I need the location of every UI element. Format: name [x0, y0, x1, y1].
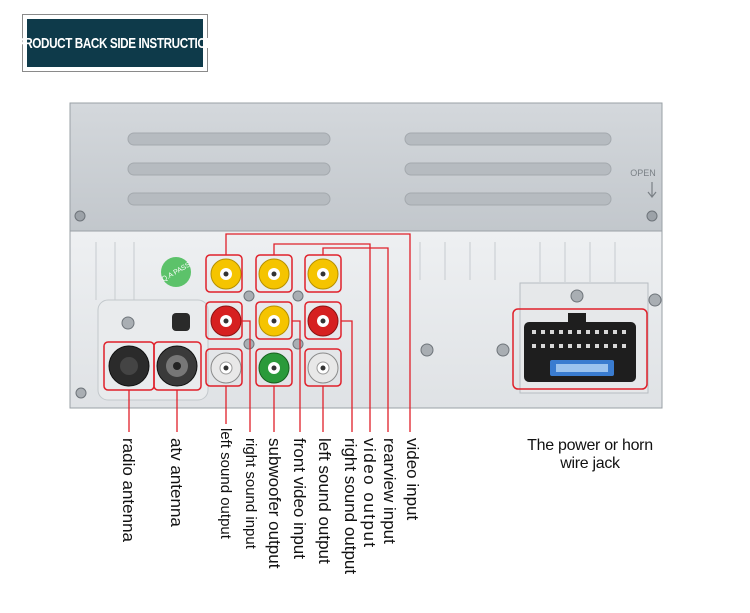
callout-box-power-jack — [512, 308, 648, 390]
header-banner: PRODUCT BACK SIDE INSTRUCTION — [16, 19, 214, 67]
screw-icon — [75, 387, 87, 399]
leader-video-output — [273, 243, 371, 432]
power-jack-label-line1: The power or horn — [527, 437, 653, 454]
label-video-input: video input — [403, 438, 422, 521]
qa-pass-badge — [161, 257, 191, 287]
plate-slot — [404, 192, 612, 206]
screw-icon — [243, 338, 255, 350]
antenna-recess — [97, 299, 209, 401]
plate-slot — [127, 132, 331, 146]
label-atv-antenna: atv antenna — [167, 438, 186, 527]
open-mark: OPEN — [630, 168, 656, 178]
leader-front-video-input — [292, 320, 301, 432]
label-rearview-input: rearview input — [380, 438, 399, 544]
open-arrow-icon — [647, 182, 657, 198]
small-plug — [172, 313, 190, 331]
label-subwoofer-output: subwoofer output — [265, 438, 284, 569]
header-badge: PRODUCT BACK SIDE INSTRUCTION — [16, 14, 214, 72]
radio-antenna-core — [120, 357, 138, 375]
leader-video-input — [225, 233, 411, 432]
power-jack-label: The power or horn wire jack — [505, 437, 675, 473]
callout-box-rca — [205, 254, 243, 293]
plate-slot — [404, 162, 612, 176]
rca-jacks — [210, 258, 339, 384]
screw-icon — [648, 293, 662, 307]
label-right-sound-input: right sound input — [242, 438, 259, 549]
screw-icon — [420, 343, 434, 357]
label-right-sound-output: right sound output — [341, 438, 360, 575]
leader-right-sound-input — [242, 320, 251, 432]
plate-slot — [404, 132, 612, 146]
plate-slot — [127, 192, 331, 206]
screw-icon — [496, 343, 510, 357]
screw-icon — [243, 290, 255, 302]
screw-icon — [570, 289, 584, 303]
screw-icon — [646, 210, 658, 222]
label-left-sound-output: left sound output — [217, 428, 234, 539]
label-left-sound-output-2: left sound output — [315, 438, 334, 564]
label-radio-antenna: radio antenna — [119, 438, 138, 542]
screw-icon — [121, 316, 135, 330]
leader-right-sound-output — [341, 320, 353, 432]
power-jack-label-line2: wire jack — [560, 455, 620, 472]
label-video-output: video output — [360, 438, 379, 549]
screw-icon — [292, 338, 304, 350]
header-title: PRODUCT BACK SIDE INSTRUCTION — [16, 34, 214, 52]
screw-icon — [74, 210, 86, 222]
leader-rearview-input — [322, 247, 389, 432]
plate-slot — [127, 162, 331, 176]
label-front-video-input: front video input — [290, 438, 309, 559]
screw-icon — [292, 290, 304, 302]
